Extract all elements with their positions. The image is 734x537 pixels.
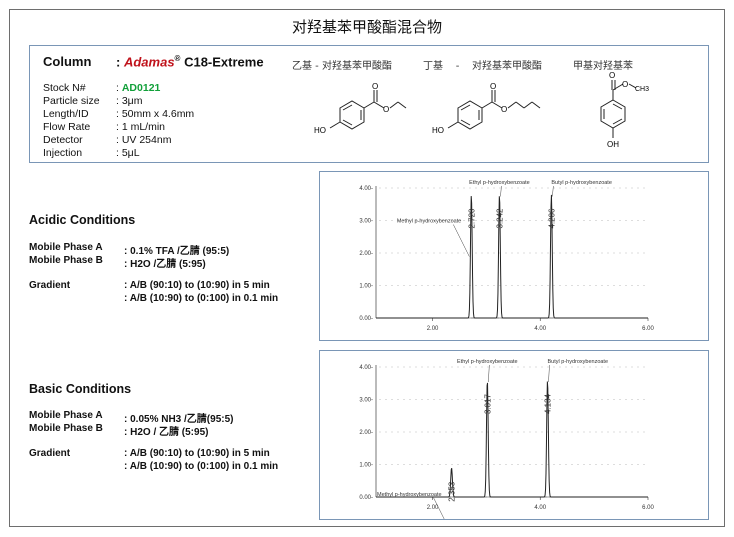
y-tick-label: 2.00-	[359, 251, 373, 257]
methyl-paraben-structure-icon: O O CH3 OH	[600, 71, 649, 149]
y-tick-label: 0.00-	[359, 495, 373, 501]
basic-label-gradient: Gradient	[29, 448, 71, 459]
oxygen-label: O	[490, 82, 496, 91]
peak-pointer	[548, 364, 550, 383]
y-tick-label: 1.00-	[359, 284, 373, 290]
methyl-label: CH3	[635, 86, 649, 93]
retention-time-label: 2.353	[448, 481, 457, 502]
acidic-chromatogram-panel: 0.00- 1.00- 2.00- 3.00- 4.00- 2.00 4.00 6.00 2.7…	[319, 171, 709, 341]
chromatogram-trace	[376, 381, 648, 498]
x-tick-label: 2.00	[427, 505, 439, 511]
spec-key-length: Length/ID	[43, 108, 89, 120]
peak-name-label: Butyl p-hydroxybenzoate	[547, 359, 608, 365]
retention-time-label: 2.720	[467, 208, 476, 229]
peak-name-label: Butyl p-hydroxybenzoate	[551, 180, 612, 186]
oxygen-label: O	[383, 105, 389, 114]
acidic-label-gradient: Gradient	[29, 280, 71, 291]
basic-value-a: : 0.05% NH3 /乙腈(95:5)	[124, 414, 234, 425]
peak-name-label: Ethyl p-hydroxybenzoate	[469, 180, 530, 186]
column-info-panel: Column : Adamas® C18-Extreme Stock N# : …	[29, 45, 709, 163]
y-tick-label: 4.00-	[359, 365, 373, 371]
retention-time-label: 3.017	[483, 393, 492, 414]
compound-name-butyl: 丁基 - 对羟基苯甲酸酯	[423, 61, 543, 72]
basic-chromatogram-panel: 0.00- 1.00- 2.00- 3.00- 4.00- 2.00 4.00 6.00 2.3…	[319, 350, 709, 530]
spec-key-particle: Particle size	[43, 95, 100, 107]
x-tick-label: 6.00	[642, 505, 654, 511]
acidic-value-gradient-1: : A/B (90:10) to (10:90) in 5 min	[124, 280, 270, 291]
y-tick-label: 3.00-	[359, 398, 373, 404]
oxygen-label: O	[622, 80, 628, 89]
peak-name-label: Methyl p-hydroxybenzoate	[377, 492, 442, 498]
basic-value-b: : H2O / 乙腈 (5:95)	[124, 427, 209, 438]
chromatogram-trace	[376, 194, 648, 319]
x-tick-label: 4.00	[534, 326, 546, 332]
page-title: 对羟基苯甲酸酯混合物	[291, 18, 442, 36]
peak-pointer	[453, 224, 470, 257]
peak-pointer	[488, 364, 490, 383]
y-tick-label: 3.00-	[359, 219, 373, 225]
acidic-heading: Acidic Conditions	[29, 213, 136, 227]
spec-value-injection: : 5μL	[116, 147, 140, 159]
spec-value-flow: : 1 mL/min	[116, 121, 166, 133]
spec-value-stock: : AD0121	[116, 82, 161, 94]
y-tick-label: 1.00-	[359, 463, 373, 469]
oxygen-label: O	[372, 82, 378, 91]
spec-value-detector: : UV 254nm	[116, 134, 172, 146]
acidic-value-a: : 0.1% TFA /乙腈 (95:5)	[124, 246, 230, 257]
y-tick-label: 4.00-	[359, 186, 373, 192]
basic-value-gradient-2: : A/B (10:90) to (0:100) in 0.1 min	[124, 461, 279, 472]
peak-pointer	[552, 185, 554, 197]
spec-key-stock: Stock N#	[43, 82, 86, 94]
peak-pointer	[500, 185, 502, 197]
hydroxyl-label: HO	[432, 126, 444, 135]
basic-chromatogram: 0.00- 1.00- 2.00- 3.00- 4.00- 2.00 4.00 6.00 2.3…	[359, 359, 654, 530]
basic-label-a: Mobile Phase A	[29, 410, 103, 421]
retention-time-label: 3.242	[495, 208, 504, 229]
spec-value-length: : 50mm x 4.6mm	[116, 108, 195, 120]
acidic-value-gradient-2: : A/B (10:90) to (0:100) in 0.1 min	[124, 293, 279, 304]
y-tick-label: 2.00-	[359, 430, 373, 436]
x-tick-label: 6.00	[642, 326, 654, 332]
oxygen-label: O	[501, 105, 507, 114]
peak-name-label: Methyl p-hydroxybenzoate	[397, 219, 462, 225]
x-tick-label: 4.00	[534, 505, 546, 511]
acidic-label-b: Mobile Phase B	[29, 255, 103, 266]
peak-name-label: Ethyl p-hydroxybenzoate	[457, 359, 518, 365]
acidic-value-b: : H2O /乙腈 (5:95)	[124, 259, 206, 270]
compound-name-ethyl: 乙基 - 对羟基苯甲酸酯	[292, 61, 392, 72]
acidic-chromatogram: 0.00- 1.00- 2.00- 3.00- 4.00- 2.00 4.00 6.00 2.7…	[359, 180, 654, 332]
x-tick-label: 2.00	[427, 326, 439, 332]
basic-value-gradient-1: : A/B (90:10) to (10:90) in 5 min	[124, 448, 270, 459]
column-heading: Column	[43, 54, 92, 69]
spec-key-detector: Detector	[43, 134, 83, 146]
hydroxyl-label: OH	[607, 140, 619, 149]
butyl-paraben-structure-icon: O O HO	[432, 82, 541, 135]
retention-time-label: 4.134	[543, 393, 552, 414]
spec-key-injection: Injection	[43, 147, 83, 159]
spec-value-particle: : 3μm	[116, 95, 143, 107]
column-colon: :	[116, 54, 121, 70]
column-name: : Adamas® C18-Extreme	[116, 54, 264, 69]
page-frame	[9, 9, 725, 527]
y-tick-label: 0.00-	[359, 316, 373, 322]
spec-key-flow: Flow Rate	[43, 121, 91, 133]
stock-number: AD0121	[121, 82, 161, 94]
column-model: C18-Extreme	[184, 54, 264, 70]
basic-heading: Basic Conditions	[29, 382, 132, 396]
column-brand: Adamas	[123, 54, 175, 70]
acidic-label-a: Mobile Phase A	[29, 242, 103, 253]
hydroxyl-label: HO	[314, 126, 326, 135]
basic-label-b: Mobile Phase B	[29, 423, 103, 434]
retention-time-label: 4.206	[547, 208, 556, 229]
registered-mark: ®	[174, 54, 181, 63]
oxygen-label: O	[609, 71, 615, 80]
compound-name-methyl: 甲基对羟基苯	[573, 61, 633, 72]
ethyl-paraben-structure-icon: O O HO	[314, 82, 407, 135]
